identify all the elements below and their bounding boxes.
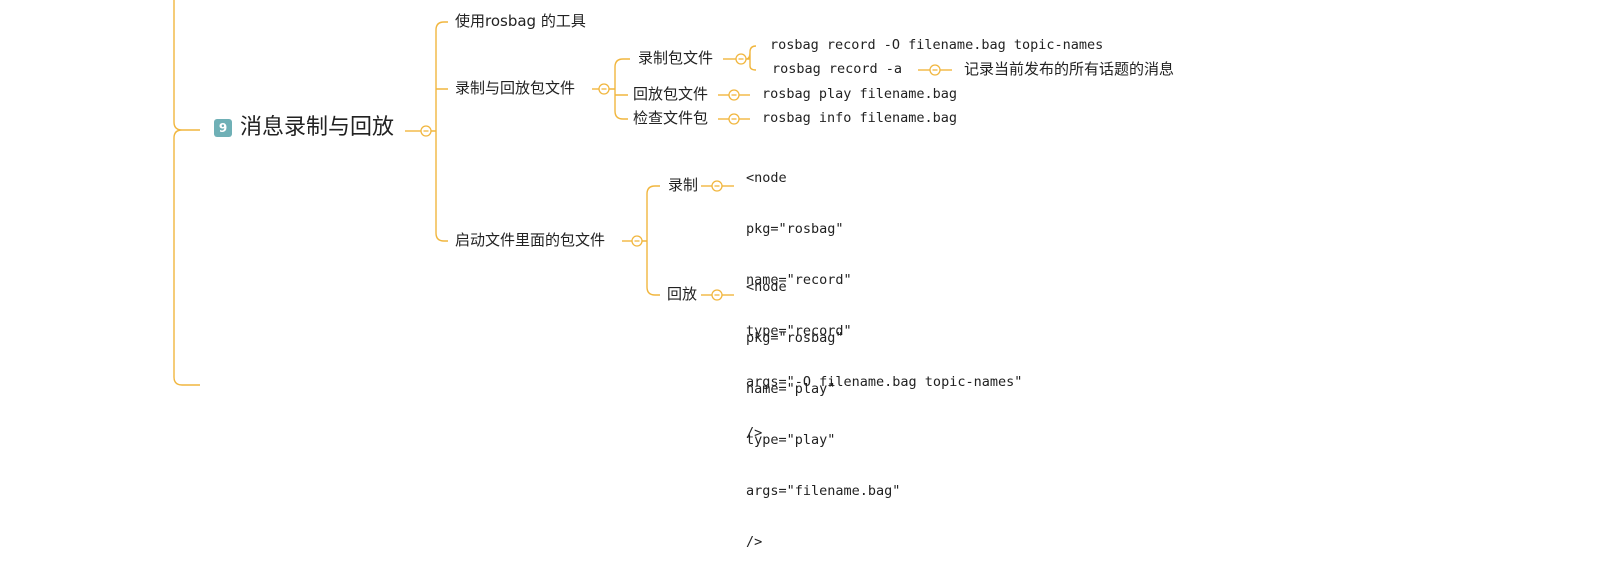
root-topic-title: 消息录制与回放 xyxy=(240,115,395,140)
launch-bracket xyxy=(642,185,660,296)
code-line: pkg="rosbag" xyxy=(746,330,844,346)
topic-record-playback[interactable]: 录制与回放包文件 xyxy=(455,79,576,97)
code-line: pkg="rosbag" xyxy=(746,221,844,237)
topic-info-cmd[interactable]: rosbag info filename.bag xyxy=(762,110,958,126)
code-line: type="record" xyxy=(746,323,852,339)
topic-playback-file[interactable]: 回放包文件 xyxy=(633,85,709,103)
code-line: args="filename.bag" xyxy=(746,483,901,499)
topic-record-file[interactable]: 录制包文件 xyxy=(638,49,714,67)
code-line: /> xyxy=(746,534,763,550)
topic-launch-playback[interactable]: 回放 xyxy=(667,285,698,303)
topic-number-badge: 9 xyxy=(214,119,232,137)
code-line: args="-O filename.bag topic-names" xyxy=(746,374,1023,390)
topic-launch-files[interactable]: 启动文件里面的包文件 xyxy=(455,231,606,249)
mindmap-connectors xyxy=(173,0,952,386)
outer-bracket xyxy=(173,0,200,386)
topic-record-all-cmd[interactable]: rosbag record -a xyxy=(772,61,903,77)
code-line: name="play" xyxy=(746,381,836,397)
topic-launch-record[interactable]: 录制 xyxy=(668,176,699,194)
topic-record-cmd[interactable]: rosbag record -O filename.bag topic-name… xyxy=(770,37,1104,53)
topic-record-all-note[interactable]: 记录当前发布的所有话题的消息 xyxy=(964,60,1175,78)
level1-bracket xyxy=(431,21,448,242)
topic-play-cmd[interactable]: rosbag play filename.bag xyxy=(762,86,958,102)
code-line: <node xyxy=(746,170,787,186)
topic-inspect-file[interactable]: 检查文件包 xyxy=(633,109,709,127)
root-topic[interactable]: 9 消息录制与回放 xyxy=(214,117,394,139)
launch-record-code[interactable]: <node pkg="rosbag" name="record" type="r… xyxy=(746,136,1022,459)
topic-tools[interactable]: 使用rosbag 的工具 xyxy=(455,12,586,30)
code-line: name="record" xyxy=(746,272,852,288)
code-line: type="play" xyxy=(746,432,836,448)
level2-bracket xyxy=(609,58,630,120)
launch-playback-code[interactable]: <node pkg="rosbag" name="play" type="pla… xyxy=(746,245,900,568)
code-line: <node xyxy=(746,279,787,295)
